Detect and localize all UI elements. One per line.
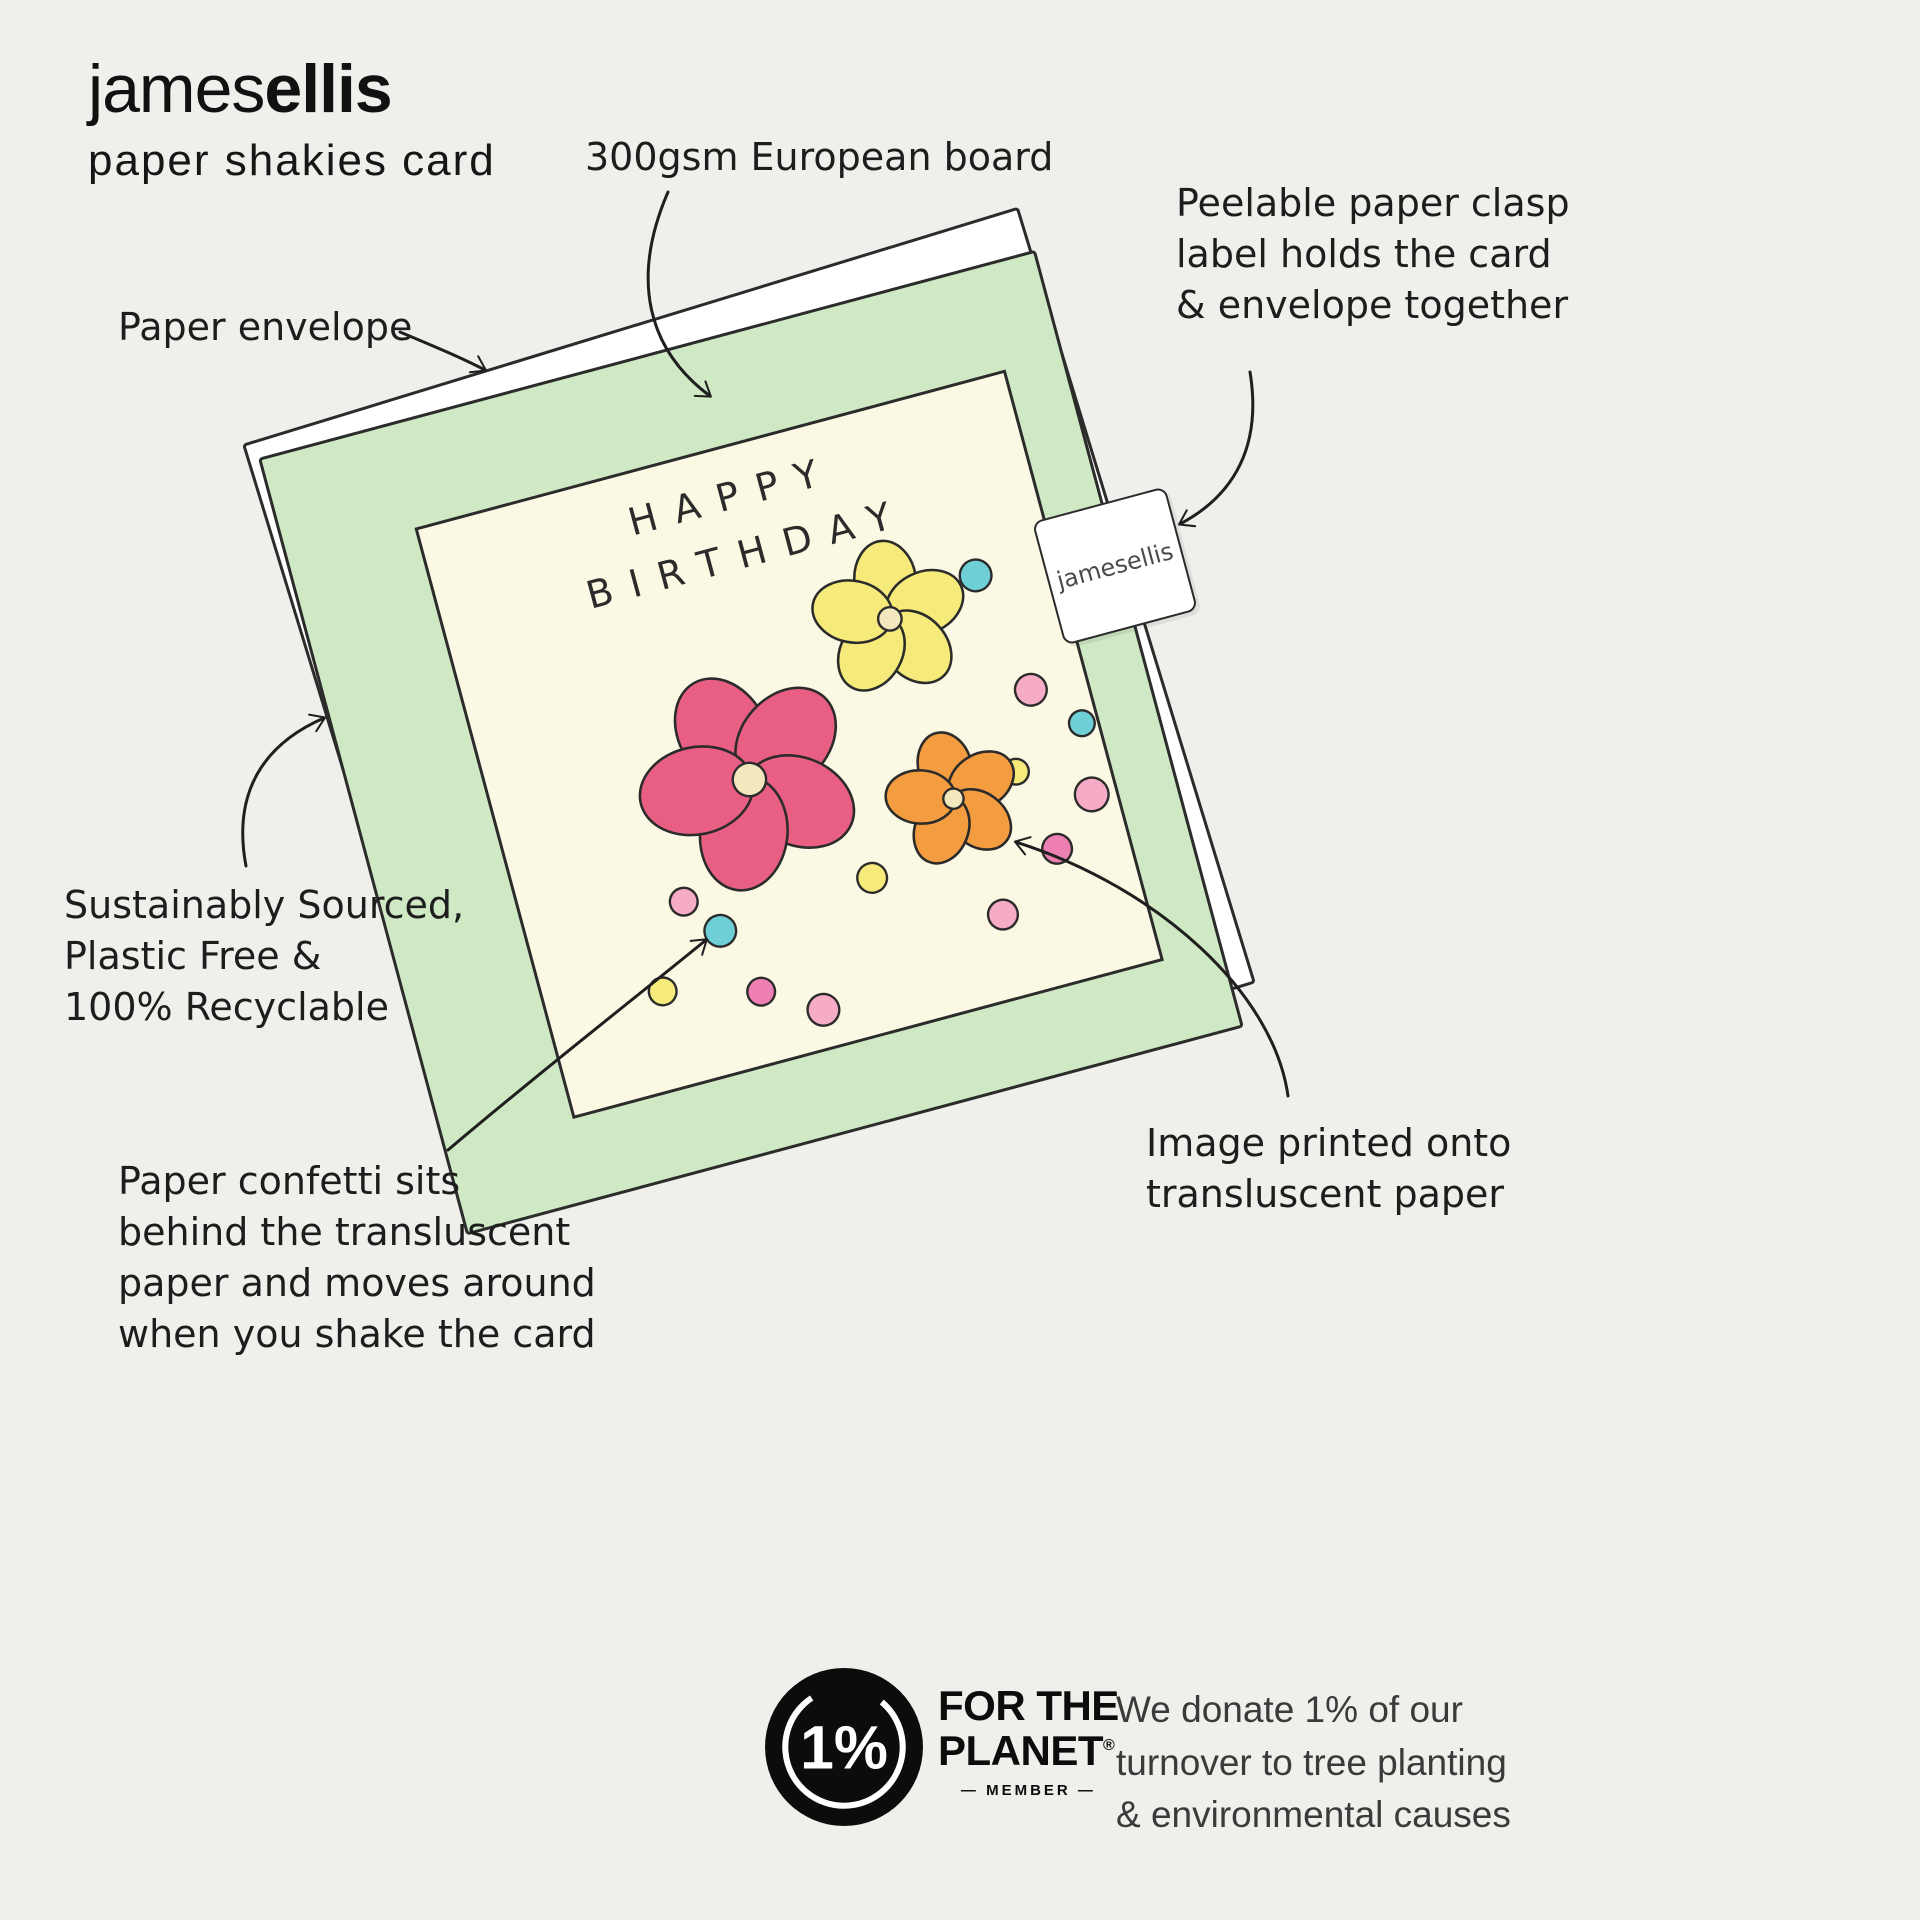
- confetti-dot: [647, 976, 678, 1007]
- logo-line-for-the: FOR THE: [938, 1682, 1119, 1729]
- annotation-sustainable-line: Sustainably Sourced,: [64, 883, 465, 927]
- annotation-clasp: Peelable paper clasp label holds the car…: [1176, 178, 1570, 331]
- arrow-sustainable: [241, 713, 327, 868]
- annotation-clasp-line: Peelable paper clasp: [1176, 181, 1570, 225]
- confetti-dot: [958, 558, 993, 593]
- annotation-printed-line: Image printed onto: [1146, 1121, 1512, 1165]
- confetti-dot: [1067, 709, 1096, 738]
- annotation-board: 300gsm European board: [585, 135, 1054, 179]
- logo-member-text: — MEMBER —: [960, 1781, 1096, 1799]
- arrow-envelope: [398, 330, 488, 374]
- annotation-clasp-line: & envelope together: [1176, 282, 1569, 327]
- donation-line: & environmental causes: [1116, 1794, 1511, 1836]
- annotation-confetti-line: paper and moves around: [118, 1260, 596, 1305]
- product-subtitle: paper shakies card: [88, 136, 496, 185]
- annotation-printed: Image printed onto transluscent paper: [1146, 1118, 1511, 1220]
- one-percent-planet-wordmark: FOR THE PLANET® — MEMBER —: [938, 1682, 1119, 1799]
- annotation-sustainable-line: 100% Recyclable: [64, 984, 389, 1029]
- annotation-confetti: Paper confetti sits behind the translusc…: [118, 1156, 596, 1360]
- clasp-label-text: jamesellis: [1053, 537, 1177, 595]
- pink-flower: [638, 677, 856, 892]
- registered-mark: ®: [1103, 1736, 1115, 1754]
- annotation-clasp-line: label holds the card: [1176, 231, 1552, 276]
- brand-logo: jamesellis: [88, 50, 393, 128]
- flower-center: [731, 761, 768, 798]
- flower-center: [942, 787, 965, 811]
- one-percent-planet-logo: 1%: [765, 1668, 923, 1826]
- annotation-confetti-line: behind the transluscent: [118, 1209, 571, 1254]
- annotation-confetti-line: Paper confetti sits: [118, 1159, 461, 1203]
- confetti-dot: [806, 992, 841, 1027]
- card-front-panel: HAPPY BIRTHDAY: [414, 369, 1164, 1120]
- annotation-printed-line: transluscent paper: [1146, 1171, 1504, 1216]
- yellow-flower: [811, 539, 965, 692]
- brand-name-ellis: ellis: [264, 51, 392, 127]
- confetti-dot: [986, 898, 1019, 931]
- confetti-dot: [856, 861, 889, 894]
- orange-flower: [884, 731, 1015, 865]
- confetti-dot: [1013, 672, 1048, 707]
- annotation-sustainable-line: Plastic Free &: [64, 933, 322, 978]
- confetti-dot: [746, 976, 777, 1007]
- annotation-envelope: Paper envelope: [118, 305, 413, 349]
- arrow-clasp: [1177, 370, 1255, 528]
- annotation-sustainable: Sustainably Sourced, Plastic Free & 100%…: [64, 880, 464, 1033]
- confetti-dot: [1073, 776, 1110, 813]
- confetti-dot: [1041, 832, 1074, 865]
- confetti-dot: [703, 913, 738, 948]
- donation-line: turnover to tree planting: [1116, 1741, 1507, 1783]
- flower-center: [876, 605, 903, 632]
- confetti-dot: [668, 886, 699, 917]
- donation-statement: We donate 1% of our turnover to tree pla…: [1116, 1684, 1511, 1842]
- logo-line-planet: PLANET®: [938, 1726, 1119, 1774]
- brand-name-james: james: [88, 51, 265, 127]
- annotation-confetti-line: when you shake the card: [118, 1311, 596, 1356]
- donation-line: We donate 1% of our: [1116, 1689, 1463, 1730]
- logo-one-percent-text: 1%: [800, 1713, 888, 1781]
- logo-planet-text: PLANET: [938, 1726, 1104, 1774]
